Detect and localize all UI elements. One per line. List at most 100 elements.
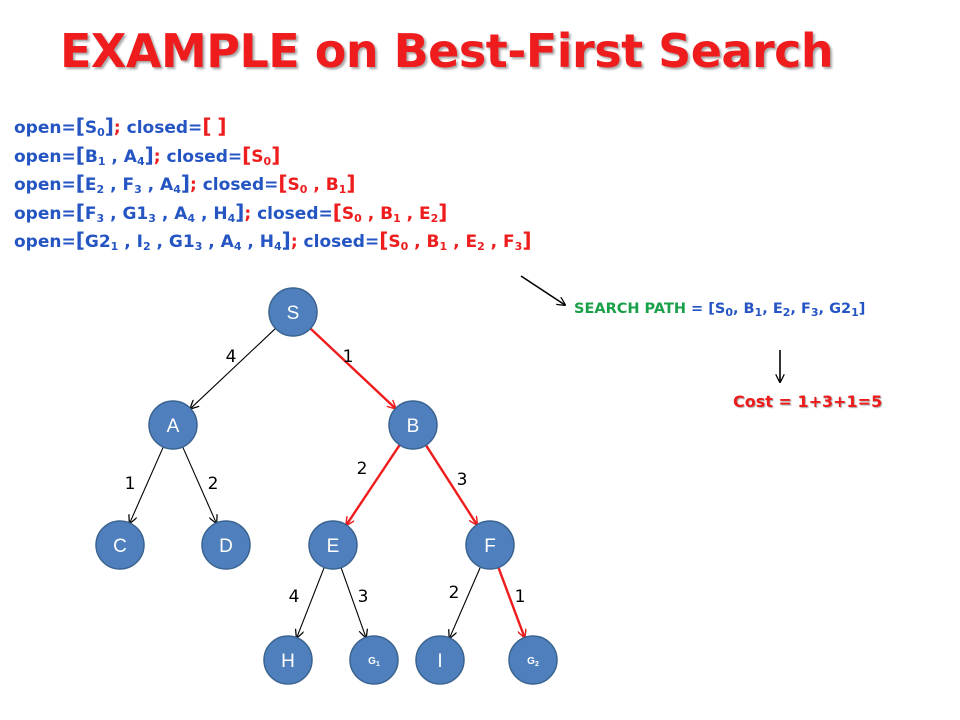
list-separator: , <box>202 232 221 252</box>
bracket-open: [ <box>75 142 85 167</box>
cost-subscript: 4 <box>274 240 282 253</box>
node-circle <box>263 635 313 685</box>
bracket-open: [ <box>202 114 212 138</box>
edge-s-b <box>309 327 395 408</box>
annotation-arrows <box>520 275 780 382</box>
bracket-open: [ <box>75 171 85 195</box>
cost-subscript: 0 <box>263 154 272 168</box>
cost-subscript: 2 <box>782 306 791 319</box>
edge-cost-a-d: 2 <box>208 474 219 494</box>
edge-f-g2 <box>497 567 524 637</box>
edge-s-a <box>190 328 276 408</box>
closed-item: S0 <box>388 232 409 253</box>
edge-cost-e-g1: 3 <box>358 587 369 607</box>
search-path-label: SEARCH PATH <box>574 301 686 317</box>
node-s: S <box>268 287 318 337</box>
open-item: A4 <box>160 175 181 196</box>
edge-cost-e-h: 4 <box>289 587 300 607</box>
cost-subscript: 2 <box>96 183 105 196</box>
bracket-open: [ <box>278 171 288 195</box>
cost-subscript: 4 <box>187 211 196 225</box>
bracket-close: ] <box>271 142 281 167</box>
closed-item: B1 <box>426 232 448 253</box>
open-item: H4 <box>259 232 282 253</box>
node-a: A <box>148 400 198 450</box>
edge-e-h <box>297 567 325 637</box>
node-circle <box>95 520 145 570</box>
node-label: D <box>219 536 233 557</box>
trace-semicolon: ; <box>113 118 121 138</box>
search-path-equals: = <box>685 301 709 317</box>
node-circle <box>415 635 465 685</box>
cost-result: Cost = 1+3+1=5 <box>733 392 883 411</box>
node-circle <box>268 287 318 337</box>
open-item: E2 <box>84 175 105 196</box>
cost-subscript: 2 <box>477 240 485 253</box>
closed-label: closed= <box>120 118 203 138</box>
bracket-close: ] <box>235 199 245 224</box>
trace-line-2: open=[B1 , A4]; closed=[S0] <box>14 141 531 170</box>
cost-subscript: 3 <box>96 211 105 225</box>
open-item: B1 <box>84 146 106 168</box>
node-b: B <box>388 400 438 450</box>
cost-subscript: 0 <box>299 183 308 196</box>
edge-e-g1 <box>340 567 366 638</box>
bracket-open: [ <box>708 301 715 317</box>
bracket-open: [ <box>332 199 342 224</box>
cost-subscript: 1 <box>393 211 401 225</box>
closed-item: S0 <box>251 146 272 168</box>
cost-subscript: 0 <box>400 240 409 253</box>
node-circle <box>465 520 515 570</box>
node-c: C <box>95 520 145 570</box>
edge-cost-s-b: 1 <box>343 347 354 367</box>
closed-label: closed= <box>297 232 380 252</box>
node-d: D <box>201 520 251 570</box>
node-circle <box>349 635 399 685</box>
list-separator: , <box>361 203 381 224</box>
edge-a-c <box>130 446 164 523</box>
cost-subscript: 1 <box>97 154 106 168</box>
edge-cost-b-f: 3 <box>457 470 468 490</box>
edge-cost-b-e: 2 <box>357 459 368 479</box>
cost-subscript: 3 <box>134 183 142 196</box>
closed-label: closed= <box>196 175 279 195</box>
cost-subscript: 4 <box>173 183 181 196</box>
open-item: A4 <box>174 203 196 225</box>
cost-subscript: 0 <box>725 306 733 319</box>
node-circle <box>508 635 558 685</box>
open-label: open= <box>14 118 76 138</box>
node-label: E <box>327 536 340 557</box>
list-separator: , <box>155 203 175 224</box>
open-item: A4 <box>123 146 145 168</box>
cost-subscript: 1 <box>754 306 763 319</box>
bracket-close: ] <box>144 142 154 167</box>
edge-f-i <box>450 566 481 638</box>
cost-subscript: 1 <box>851 306 859 319</box>
search-trace: open=[S0]; closed=[ ]open=[B1 , A4]; clo… <box>14 112 531 255</box>
search-path-item: G21 <box>829 301 859 319</box>
cost-subscript: 1 <box>439 240 448 253</box>
list-separator: , <box>484 232 504 252</box>
closed-label: closed= <box>251 203 333 224</box>
bracket-open: [ <box>75 228 85 252</box>
open-item: G21 <box>84 232 119 253</box>
node-e: E <box>308 520 358 570</box>
trace-semicolon: ; <box>153 146 161 167</box>
bracket-close: ] <box>438 199 448 224</box>
bracket-open: [ <box>75 114 85 138</box>
edge-a-d <box>182 446 217 523</box>
list-separator: , <box>307 175 326 195</box>
edge-cost-s-a: 4 <box>226 347 237 367</box>
list-separator: , <box>790 301 801 317</box>
cost-subscript: 4 <box>233 240 242 253</box>
node-label: G1 <box>368 656 380 668</box>
list-separator: , <box>732 301 744 317</box>
trace-line-4: open=[F3 , G13 , A4 , H4]; closed=[S0 , … <box>14 198 531 227</box>
cost-subscript: 2 <box>430 211 439 225</box>
cost-subscript: 4 <box>227 211 236 225</box>
page-title: EXAMPLE on Best-First Search <box>60 24 834 78</box>
bracket-open: [ <box>379 228 389 252</box>
trace-to-path-arrow <box>520 275 565 305</box>
list-separator: , <box>400 203 420 224</box>
